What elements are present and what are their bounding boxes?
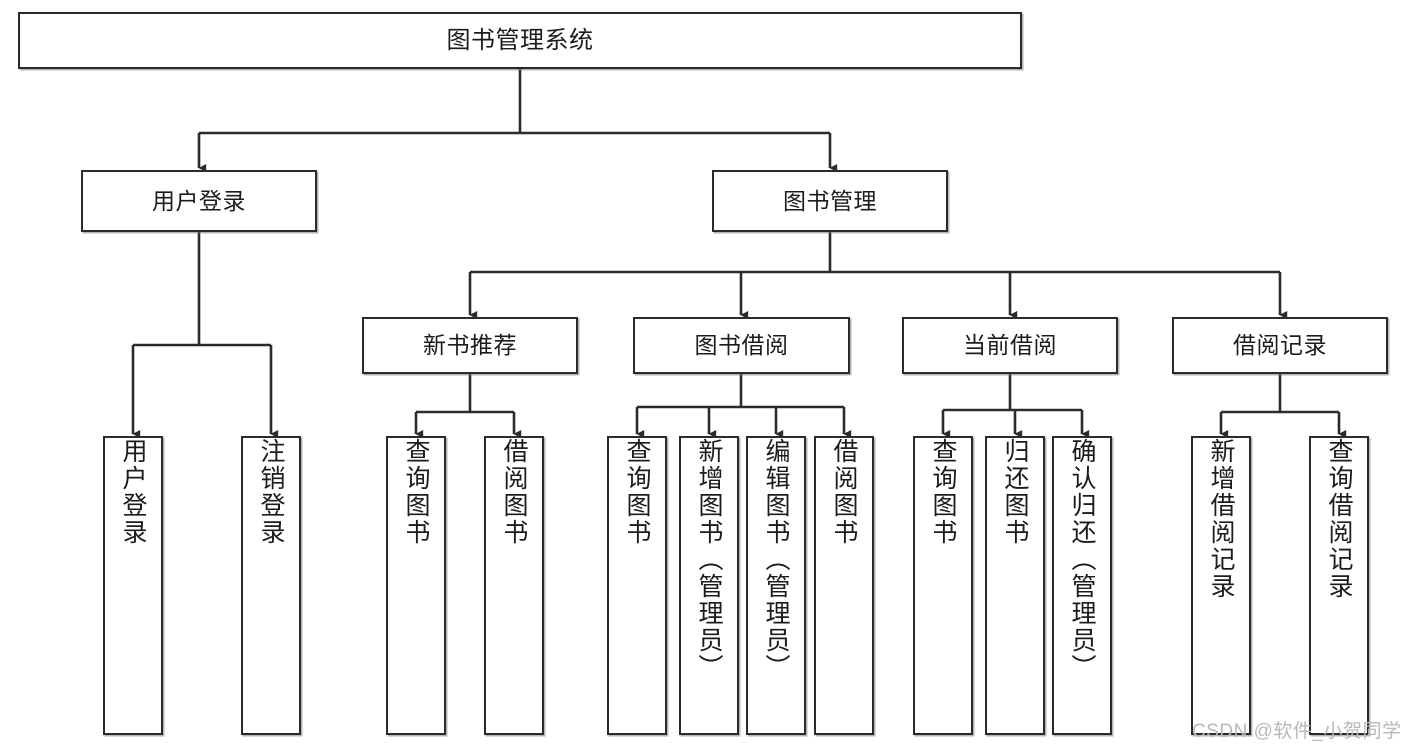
node-leaf-query-book-borrow[interactable]: 查询图书 bbox=[607, 436, 667, 735]
node-label: 注销登录 bbox=[257, 438, 285, 546]
node-book-management[interactable]: 图书管理 bbox=[712, 170, 948, 232]
node-label: 图书借阅 bbox=[694, 332, 789, 358]
node-label: 编辑图书（管理员） bbox=[762, 438, 790, 681]
node-leaf-borrow-book-new[interactable]: 借阅图书 bbox=[484, 436, 544, 735]
node-label: 新书推荐 bbox=[423, 332, 517, 358]
node-leaf-confirm-return-admin[interactable]: 确认归还（管理员） bbox=[1052, 436, 1112, 735]
node-label: 借阅图书 bbox=[830, 438, 858, 546]
node-book-borrowing[interactable]: 图书借阅 bbox=[633, 317, 850, 374]
node-label: 归还图书 bbox=[1001, 438, 1029, 546]
node-label: 借阅图书 bbox=[500, 438, 528, 546]
node-label: 确认归还（管理员） bbox=[1068, 438, 1096, 681]
node-label: 图书管理 bbox=[783, 187, 877, 214]
node-current-borrowing[interactable]: 当前借阅 bbox=[902, 317, 1118, 374]
node-label: 用户登录 bbox=[152, 187, 246, 214]
node-label: 借阅记录 bbox=[1233, 332, 1327, 358]
node-borrowing-records[interactable]: 借阅记录 bbox=[1172, 317, 1388, 374]
node-new-book-recommendation[interactable]: 新书推荐 bbox=[362, 317, 578, 374]
node-leaf-query-borrow-record[interactable]: 查询借阅记录 bbox=[1309, 436, 1369, 735]
node-leaf-query-book-current[interactable]: 查询图书 bbox=[913, 436, 973, 735]
node-label: 查询图书 bbox=[402, 438, 430, 546]
node-leaf-add-book-admin[interactable]: 新增图书（管理员） bbox=[679, 436, 739, 735]
node-label: 图书管理系统 bbox=[446, 26, 594, 54]
node-label: 查询图书 bbox=[929, 438, 957, 546]
node-leaf-user-login[interactable]: 用户登录 bbox=[103, 436, 163, 735]
node-leaf-query-book-new[interactable]: 查询图书 bbox=[386, 436, 446, 735]
node-user-login[interactable]: 用户登录 bbox=[81, 170, 317, 232]
node-root-book-management-system[interactable]: 图书管理系统 bbox=[18, 12, 1022, 69]
node-label: 查询图书 bbox=[623, 438, 651, 546]
node-leaf-add-borrow-record[interactable]: 新增借阅记录 bbox=[1191, 436, 1251, 735]
node-label: 当前借阅 bbox=[963, 332, 1057, 358]
node-leaf-edit-book-admin[interactable]: 编辑图书（管理员） bbox=[746, 436, 806, 735]
node-label: 新增图书（管理员） bbox=[695, 438, 723, 681]
node-leaf-borrow-book[interactable]: 借阅图书 bbox=[814, 436, 874, 735]
csdn-watermark: CSDN @软件_小贺同学 bbox=[1192, 721, 1402, 742]
node-leaf-return-book[interactable]: 归还图书 bbox=[985, 436, 1045, 735]
node-leaf-logout[interactable]: 注销登录 bbox=[241, 436, 301, 735]
node-label: 查询借阅记录 bbox=[1325, 438, 1353, 600]
node-label: 用户登录 bbox=[119, 438, 147, 546]
node-label: 新增借阅记录 bbox=[1207, 438, 1235, 600]
